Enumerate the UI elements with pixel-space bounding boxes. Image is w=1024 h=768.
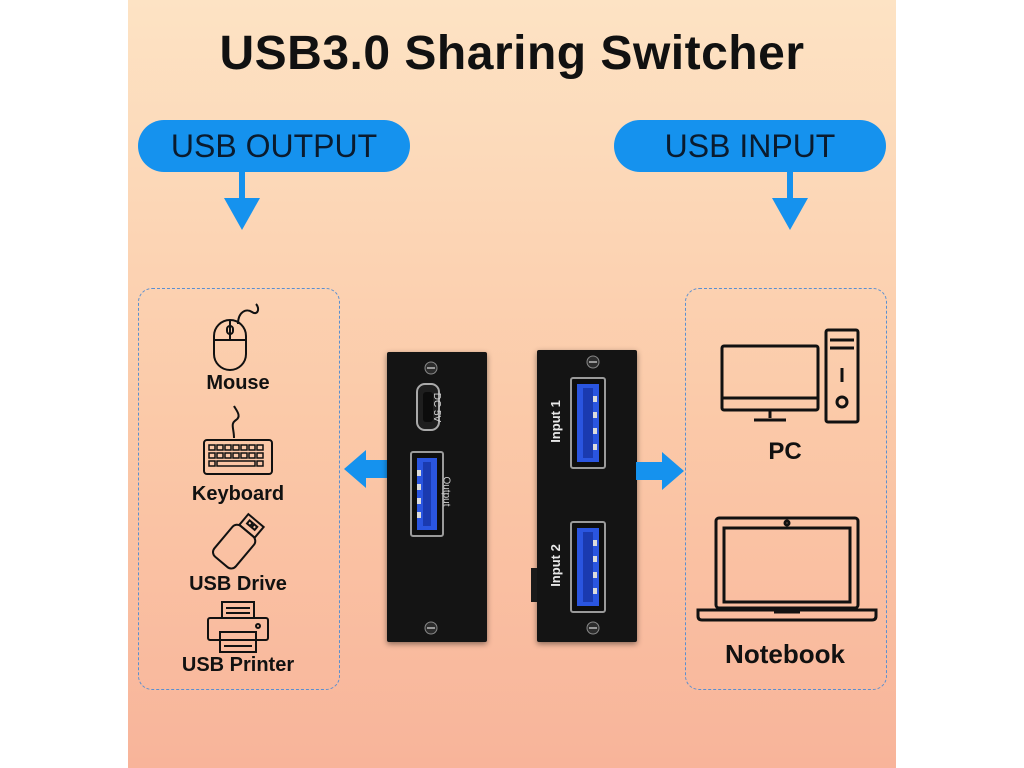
right-arrow-icon — [636, 452, 684, 490]
page-title: USB3.0 Sharing Switcher — [219, 27, 805, 80]
down-arrow-icon — [772, 170, 808, 230]
output-port-label: Output — [440, 476, 452, 507]
switch-input-side-details — [531, 355, 606, 635]
device-label-pc: PC — [768, 438, 802, 465]
input-2-label: Input 2 — [547, 544, 563, 587]
device-label-mouse: Mouse — [206, 372, 270, 394]
output-devices-panel — [138, 288, 340, 690]
pc-icon — [720, 328, 860, 424]
input-1-label: Input 1 — [547, 400, 563, 443]
device-label-usb-printer: USB Printer — [181, 654, 295, 676]
printer-icon — [207, 601, 269, 653]
usb-output-pill: USB OUTPUT — [138, 120, 410, 172]
product-infographic: USB3.0 Sharing Switcher USB OUTPUT USB I… — [128, 0, 896, 768]
keyboard-icon — [203, 405, 273, 475]
input-devices-panel — [685, 288, 887, 690]
switch-output-side-details — [410, 361, 444, 635]
dc-5v-label: DC 5V — [431, 392, 443, 423]
device-label-keyboard: Keyboard — [191, 483, 285, 505]
down-arrow-icon — [224, 170, 260, 230]
device-label-notebook: Notebook — [725, 639, 845, 669]
notebook-icon — [696, 516, 878, 622]
device-label-usb-drive: USB Drive — [189, 573, 287, 595]
usb-input-pill: USB INPUT — [614, 120, 886, 172]
left-arrow-icon — [344, 450, 392, 488]
mouse-icon — [213, 303, 260, 371]
usb-drive-icon — [212, 512, 266, 570]
